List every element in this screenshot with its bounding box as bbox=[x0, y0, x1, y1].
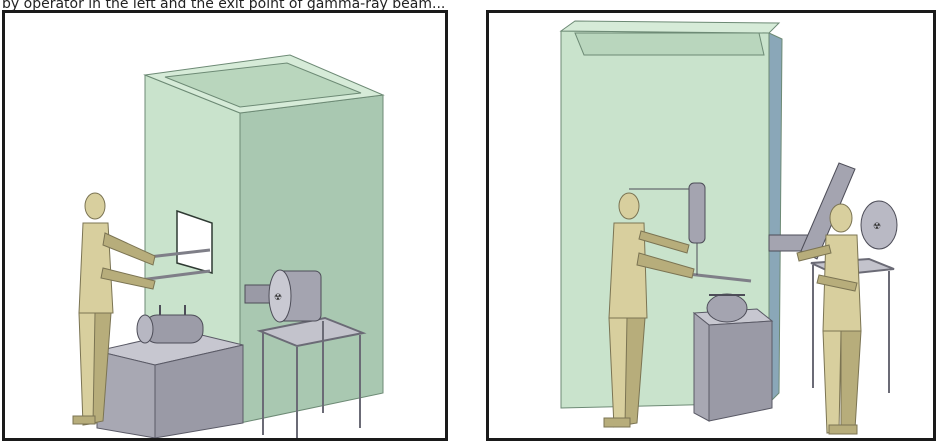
lead-container bbox=[707, 294, 747, 322]
equipment-cabinet bbox=[694, 309, 772, 421]
svg-text:☢: ☢ bbox=[274, 293, 282, 303]
svg-text:☢: ☢ bbox=[873, 222, 881, 232]
right-scene-panel: ☢ bbox=[486, 10, 936, 441]
equipment-cabinet bbox=[97, 331, 243, 438]
left-scene-panel: ☢ bbox=[2, 10, 448, 441]
right-scene-drawing: ☢ bbox=[489, 13, 933, 438]
left-scene-drawing: ☢ bbox=[5, 13, 445, 438]
